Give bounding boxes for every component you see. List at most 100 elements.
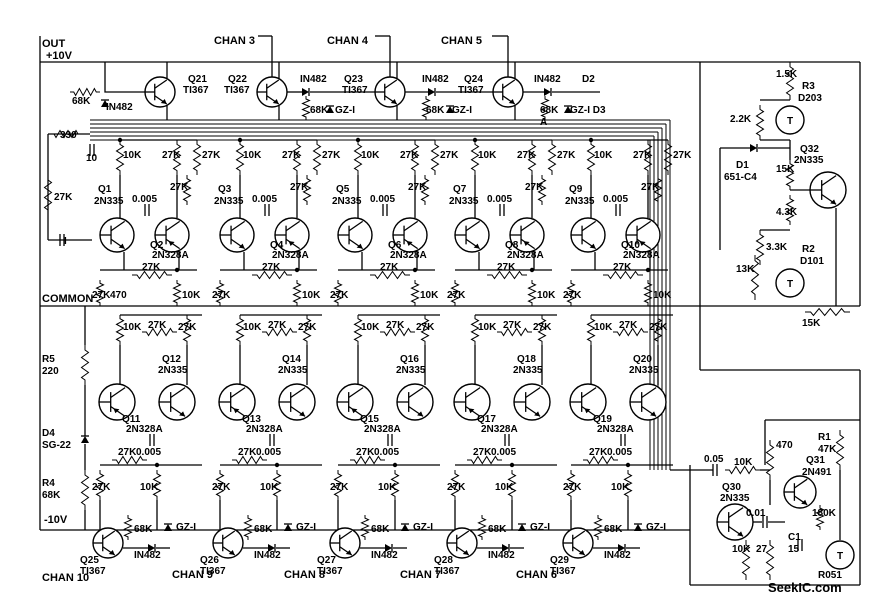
in482-top3-diode — [428, 88, 436, 96]
bottom-switch-name: Q29 — [550, 555, 569, 566]
transistor-collector — [520, 220, 536, 232]
emitter-arrow — [160, 99, 167, 104]
lower-r27k-h-4 — [613, 327, 648, 337]
r5-resistor — [80, 345, 90, 385]
thermistor-body — [775, 105, 805, 135]
r051-thermistor: T — [825, 540, 855, 570]
lower-c0005-label: 0.005 — [374, 447, 399, 458]
lower-r10k-2 — [353, 315, 363, 345]
bottom-switch-type: TI367 — [80, 566, 106, 577]
transistor-emitter — [165, 238, 181, 250]
upper-qb-type: 2N328A — [390, 250, 427, 261]
upper-r27k-d-label: 27K — [212, 290, 231, 301]
in482-top4: IN482 — [534, 74, 561, 85]
lower-r27k-a-3 — [537, 315, 547, 345]
lower-qb-label: Q12 — [162, 354, 181, 365]
r15k-mid: 15K — [776, 164, 795, 175]
upper-r27k-d-0 — [95, 280, 105, 306]
d203-thermistor: T — [775, 105, 805, 135]
r330-resistor — [50, 129, 82, 139]
junction-dot — [174, 267, 180, 273]
transistor-collector — [348, 220, 364, 232]
r470-upper: 470 — [110, 290, 127, 301]
upper-r10k-d-label: 10K — [420, 290, 439, 301]
a-label: A — [540, 117, 547, 128]
emitter-arrow — [299, 411, 306, 417]
upper-c0005-3 — [499, 204, 505, 216]
upper-r27k-label-a: 27K — [400, 150, 419, 161]
lower-r27k-h2-1 — [232, 455, 267, 465]
upper-c0005-label: 0.005 — [487, 194, 512, 205]
lower-qa-type: 2N328A — [597, 424, 634, 435]
upper-r27k-label-b: 27K — [202, 150, 221, 161]
bottom-r68k-4 — [593, 515, 603, 540]
bottom-in482-label: IN482 — [254, 550, 281, 561]
upper-r10k-d-label: 10K — [653, 290, 672, 301]
lower-qb-type: 2N335 — [513, 365, 543, 376]
lower-qa-type: 2N328A — [364, 424, 401, 435]
in482-top1-diode — [101, 99, 109, 107]
upper-q4 — [274, 217, 310, 253]
lower-qa-type: 2N328A — [126, 424, 163, 435]
upper-r27k-h-label: 27K — [380, 262, 399, 273]
diode-body — [268, 544, 275, 552]
q32-label: Q32 — [800, 144, 819, 155]
emitter-arrow — [288, 240, 295, 246]
bottom-gz-2 — [401, 523, 409, 531]
chan4-label: CHAN 4 — [327, 35, 369, 47]
diode-body — [284, 524, 292, 531]
emitter-arrow — [228, 550, 235, 555]
d4-diode — [81, 435, 89, 443]
lower-r10k-0 — [115, 315, 125, 345]
q21-type: TI367 — [183, 85, 209, 96]
lower-qb-label: Q20 — [633, 354, 652, 365]
r1-resistor — [835, 430, 845, 470]
r051-label: R051 — [818, 570, 842, 581]
q23-label: Q23 — [344, 74, 363, 85]
r68k-top2: 68K — [310, 105, 329, 116]
transistor-emitter — [465, 405, 481, 417]
in482-top4-diode — [544, 88, 552, 96]
transistor-collector — [636, 220, 652, 232]
thermistor-mark: T — [837, 551, 843, 562]
upper-c0005-4 — [615, 204, 621, 216]
transistor-collector — [154, 79, 168, 89]
transistor-emitter — [348, 405, 364, 417]
emitter-arrow — [737, 531, 744, 537]
upper-r27k-h-label: 27K — [262, 262, 281, 273]
lower-r27k-h-0 — [142, 327, 177, 337]
upper-r27k-label-c: 27K — [525, 182, 544, 193]
upper-r10k-2 — [353, 140, 363, 175]
top-switch-q23 — [374, 76, 406, 108]
gz-top2: GZ-I — [335, 105, 355, 116]
emitter-arrow — [351, 408, 358, 414]
bottom-r68k-label: 68K — [604, 524, 623, 535]
in482-top2-diode — [302, 88, 310, 96]
q30-type: 2N335 — [720, 493, 750, 504]
transistor-collector — [572, 530, 586, 540]
bottom-gz-label: GZ-I — [646, 522, 666, 533]
emitter-arrow — [578, 550, 585, 555]
r13k-label: 13K — [736, 264, 755, 275]
upper-c0005-label: 0.005 — [603, 194, 628, 205]
diode-body — [502, 544, 509, 552]
upper-r27k-b-3 — [547, 140, 557, 175]
upper-r27k-d-3 — [450, 280, 460, 306]
upper-r27k-b-4 — [663, 140, 673, 175]
upper-c0005-label: 0.005 — [252, 194, 277, 205]
r5-label: R5 — [42, 354, 55, 365]
upper-r27k-label-b: 27K — [322, 150, 341, 161]
upper-r27k-a-4 — [643, 140, 653, 175]
d4-value: SG-22 — [42, 440, 71, 451]
c10-capacitor — [89, 144, 95, 156]
diode-body — [164, 524, 172, 531]
junction-dot — [392, 462, 398, 468]
d203-label: D203 — [798, 93, 822, 104]
gz-top3-diode — [446, 105, 454, 113]
thermistor-mark: T — [787, 116, 793, 127]
top-switch-q22 — [256, 76, 288, 108]
transistor-collector — [794, 478, 808, 489]
emitter-arrow — [406, 240, 413, 246]
